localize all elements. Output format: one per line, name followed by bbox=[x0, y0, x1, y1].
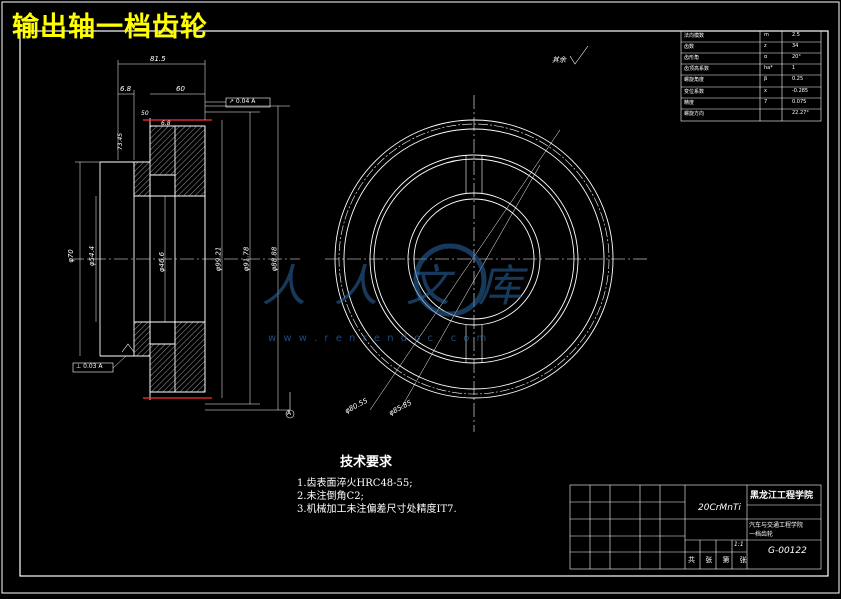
param-sym: m bbox=[764, 32, 769, 38]
requirement-item-3: 3.机械加工未注偏差尺寸处精度IT7. bbox=[297, 504, 457, 515]
dim-small-left: 6.8 bbox=[120, 85, 132, 93]
dim-hub-2: 6.8 bbox=[161, 120, 171, 127]
section-view bbox=[70, 60, 300, 419]
school-label: 黑龙江工程学院 bbox=[750, 491, 814, 501]
param-sym: x bbox=[764, 88, 767, 94]
param-val: 1 bbox=[792, 65, 796, 71]
param-row: 螺旋角度 bbox=[684, 76, 704, 83]
requirement-item-1: 1.齿表面淬火HRC48-55; bbox=[297, 478, 413, 489]
param-name: 精度 bbox=[684, 100, 695, 106]
project-label: 汽车与交通工程学院 bbox=[749, 522, 804, 529]
param-val: 34 bbox=[792, 43, 799, 49]
param-name: 齿数 bbox=[684, 44, 695, 50]
dim-d2: φ91.78 bbox=[242, 246, 251, 272]
param-sym: β bbox=[764, 76, 768, 82]
param-val: -0.285 bbox=[792, 88, 809, 94]
param-name: 螺旋角度 bbox=[684, 77, 705, 83]
watermark-logo: 人人文库 bbox=[262, 261, 550, 312]
front-view bbox=[325, 45, 650, 432]
datum-label: A bbox=[287, 410, 292, 417]
param-name: 法向模数 bbox=[684, 33, 705, 39]
material-label: 20CrMnTi bbox=[698, 503, 741, 513]
param-row: 法向模数 bbox=[684, 32, 704, 39]
dim-bore-left: φ70 bbox=[66, 249, 75, 263]
tol-frame-bottom: ⊥ 0.03 A bbox=[76, 363, 103, 370]
inner-frame bbox=[19, 30, 829, 577]
param-row: 齿形角 bbox=[684, 54, 699, 61]
param-name: 齿形角 bbox=[684, 55, 700, 61]
param-row: 螺旋方向 bbox=[684, 110, 704, 117]
requirements-heading: 技术要求 bbox=[340, 455, 393, 470]
param-row: 变位系数 bbox=[684, 88, 704, 95]
sheet-footer: 共 张 第 张 bbox=[688, 556, 751, 564]
drawing-title: 输出轴一档齿轮 bbox=[12, 12, 208, 43]
watermark-url: w w w . r e n r e n d o c . c o m bbox=[268, 333, 489, 344]
param-sym: 7 bbox=[764, 99, 768, 105]
param-table bbox=[680, 30, 822, 122]
dim-bore-left2: φ54.4 bbox=[88, 245, 97, 267]
param-val: 0.25 bbox=[792, 76, 804, 82]
dim-hub-1: 50 bbox=[141, 110, 149, 117]
param-name: 齿顶高系数 bbox=[684, 66, 710, 72]
view-label: 其余 bbox=[552, 56, 566, 64]
param-sym: z bbox=[764, 43, 767, 49]
dim-chamfer: 73.45 bbox=[117, 132, 125, 151]
param-val: 2.5 bbox=[792, 32, 800, 38]
param-row: 齿顶高系数 bbox=[684, 65, 709, 72]
tol-frame-top: ↗ 0.04 A bbox=[229, 98, 256, 105]
scale-label: 1:1 bbox=[734, 541, 744, 548]
param-val: 0.075 bbox=[792, 99, 807, 105]
title-block bbox=[569, 484, 822, 570]
part-name-label: 一档齿轮 bbox=[749, 531, 774, 538]
param-sym: ha* bbox=[764, 65, 773, 71]
dim-total-width: 81.5 bbox=[150, 55, 166, 63]
watermark bbox=[413, 243, 487, 317]
param-row: 齿数 bbox=[684, 43, 694, 50]
dim-d1: φ99.21 bbox=[214, 246, 223, 272]
param-name: 螺旋方向 bbox=[684, 111, 705, 117]
dim-bore-mid: φ46.6 bbox=[158, 251, 167, 273]
param-name: 变位系数 bbox=[684, 89, 705, 95]
param-row: 精度 bbox=[684, 99, 694, 106]
param-val: 22.27° bbox=[792, 110, 809, 116]
param-val: 20° bbox=[792, 54, 801, 60]
requirement-item-2: 2.未注倒角C2; bbox=[297, 491, 364, 502]
drawing-number: G-00122 bbox=[768, 546, 807, 556]
param-sym: α bbox=[764, 54, 768, 60]
dim-right-width: 60 bbox=[176, 85, 185, 93]
